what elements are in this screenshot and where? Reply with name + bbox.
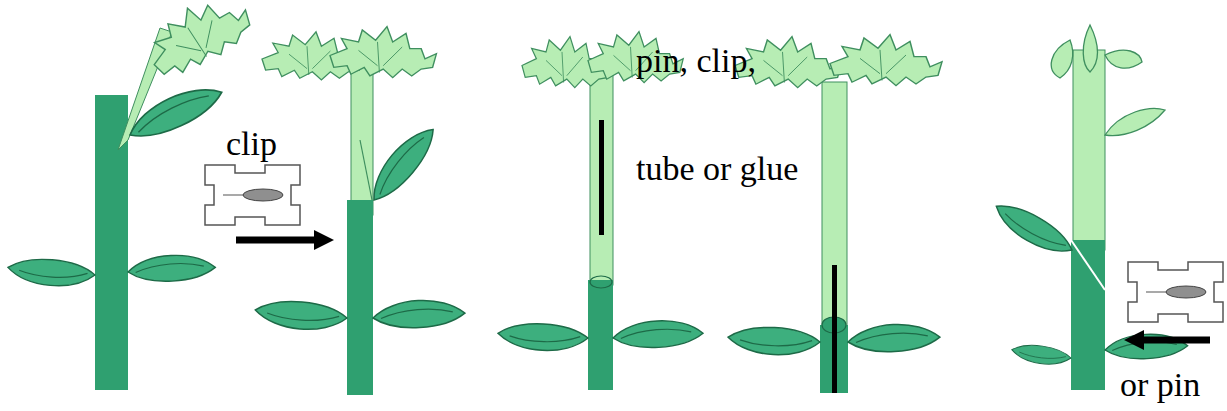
annotation-label: tube or glue — [636, 150, 798, 187]
annotation-label: pin, clip, — [636, 42, 756, 79]
annotation-label: clip — [226, 125, 277, 162]
annotation-label: or pin — [1120, 366, 1200, 403]
